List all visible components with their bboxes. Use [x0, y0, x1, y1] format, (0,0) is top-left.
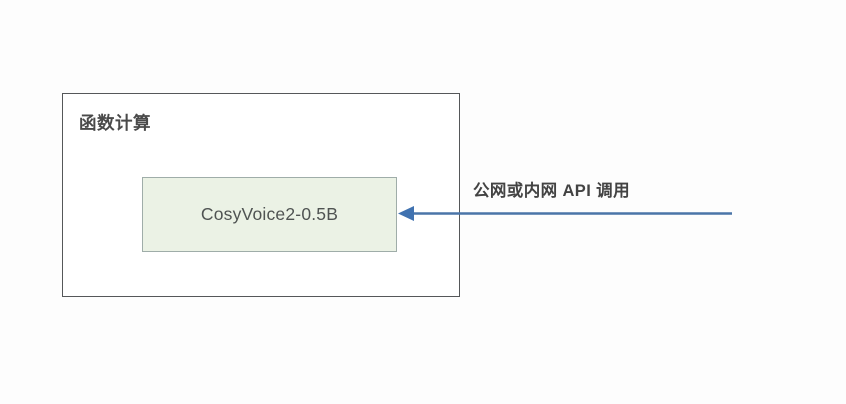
function-compute-container[interactable]: 函数计算 CosyVoice2-0.5B — [62, 93, 460, 297]
cosyvoice-model-label: CosyVoice2-0.5B — [200, 204, 339, 224]
function-compute-title: 函数计算 — [79, 113, 151, 133]
api-call-label: 公网或内网 API 调用 — [473, 182, 630, 200]
cosyvoice-model-node[interactable]: CosyVoice2-0.5B — [142, 177, 397, 252]
